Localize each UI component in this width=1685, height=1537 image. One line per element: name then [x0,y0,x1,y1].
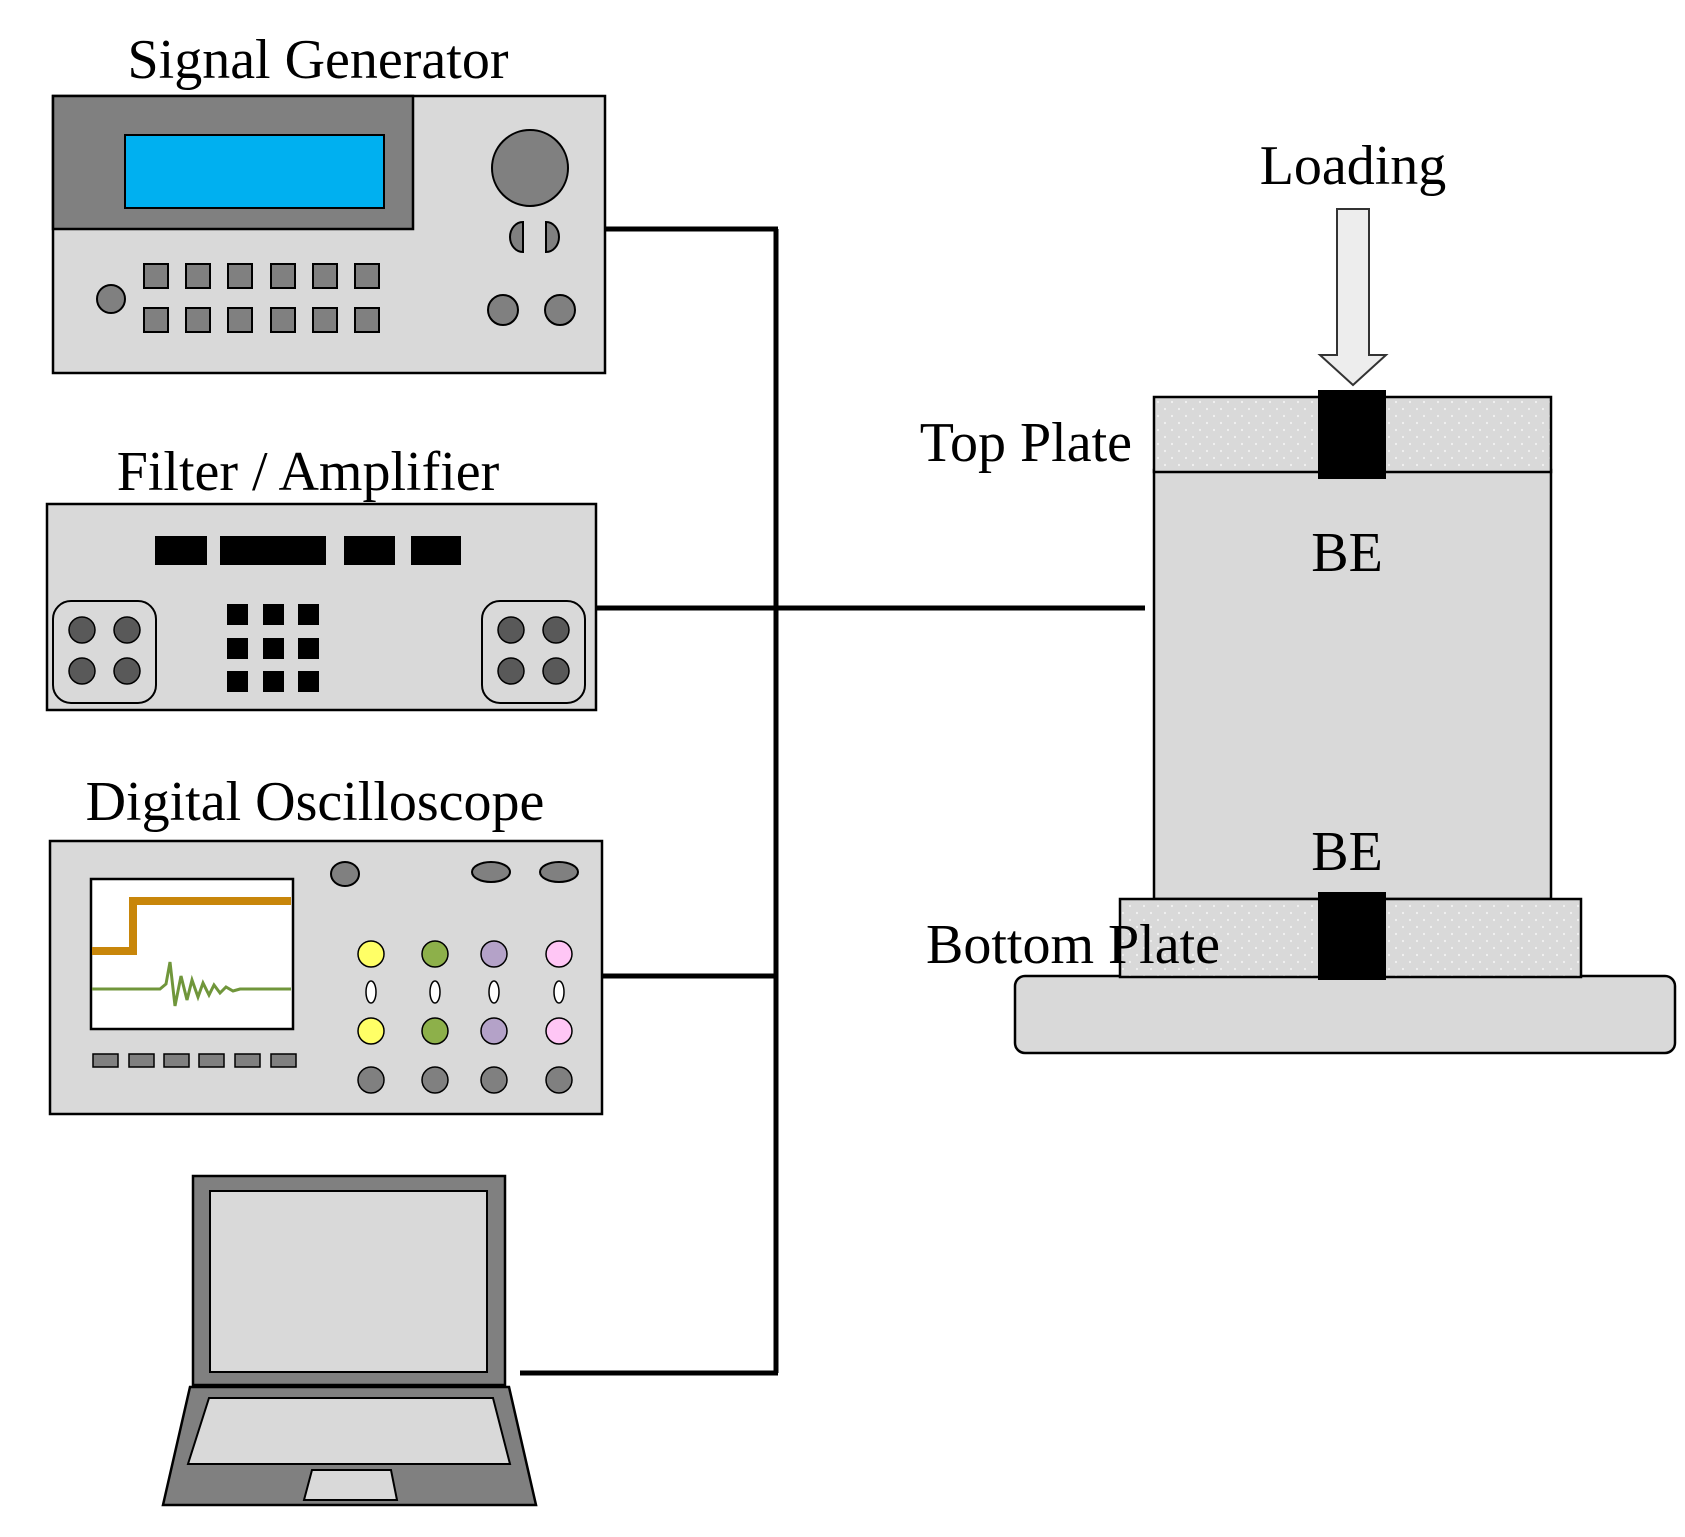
amplifier-knob [113,657,141,685]
amplifier-button [298,604,319,625]
signal-generator-label: Signal Generator [128,29,509,91]
amplifier-button [298,671,319,692]
keypad-key [143,307,169,333]
keypad-key [185,263,211,289]
amplifier-knob [497,616,525,644]
top-bender-element-label: BE [1311,522,1383,584]
signal-generator-keypad [143,263,380,333]
channel-switch [429,980,441,1004]
channel-switch [553,980,565,1004]
bottom-bender-element [1318,892,1386,980]
amplifier-button [263,671,284,692]
top-plate-label: Top Plate [920,412,1132,474]
oscilloscope-channel-controls [357,940,573,1094]
top-bender-element [1318,390,1386,479]
laptop-icon [161,1174,538,1507]
channel-switch [365,980,377,1004]
filter-amplifier-icon [45,502,598,712]
channel-led [480,1017,508,1045]
channel-knob [357,1066,385,1094]
specimen [1152,468,1553,901]
keypad-key [185,307,211,333]
amplifier-knob [542,616,570,644]
amplifier-knob [68,657,96,685]
received-signal-trace [92,961,291,1007]
keypad-key [354,307,380,333]
menu-button [270,1053,297,1068]
amplifier-button [298,638,319,659]
amplifier-knob [68,616,96,644]
amplifier-button [227,638,248,659]
filter-amplifier-knobs [68,616,570,685]
amplifier-knob [542,657,570,685]
amplifier-button [263,638,284,659]
signal-generator-icon [51,94,607,375]
filter-amplifier-button-grid [227,604,319,692]
channel-led [421,1017,449,1045]
oscilloscope-icon [48,839,604,1116]
keypad-key [227,263,253,289]
channel-led [357,1017,385,1045]
digital-oscilloscope-label: Digital Oscilloscope [86,771,545,833]
keypad-key [270,263,296,289]
base-pedestal [1013,974,1677,1055]
menu-button [92,1053,119,1068]
connection-wires [520,226,1145,1376]
amplifier-button [263,604,284,625]
filter-amplifier-label: Filter / Amplifier [117,441,500,503]
keypad-key [312,307,338,333]
channel-knob [480,1066,508,1094]
channel-led [545,940,573,968]
bottom-plate-label: Bottom Plate [926,914,1220,976]
menu-button [163,1053,190,1068]
menu-button [128,1053,155,1068]
amplifier-knob [113,616,141,644]
keypad-key [270,307,296,333]
menu-button [198,1053,225,1068]
down-arrow-icon [1317,208,1389,387]
keypad-key [143,263,169,289]
channel-knob [545,1066,573,1094]
channel-led [480,940,508,968]
channel-led [545,1017,573,1045]
menu-button [234,1053,261,1068]
channel-led [421,940,449,968]
amplifier-button [227,671,248,692]
oscilloscope-menu-buttons [92,1053,297,1068]
keypad-key [227,307,253,333]
amplifier-knob [497,657,525,685]
keypad-key [312,263,338,289]
keypad-key [354,263,380,289]
loading-label: Loading [1260,135,1447,197]
bottom-bender-element-label: BE [1311,821,1383,883]
amplifier-button [227,604,248,625]
channel-led [357,940,385,968]
channel-switch [488,980,500,1004]
channel-knob [421,1066,449,1094]
input-signal-trace [92,897,291,955]
